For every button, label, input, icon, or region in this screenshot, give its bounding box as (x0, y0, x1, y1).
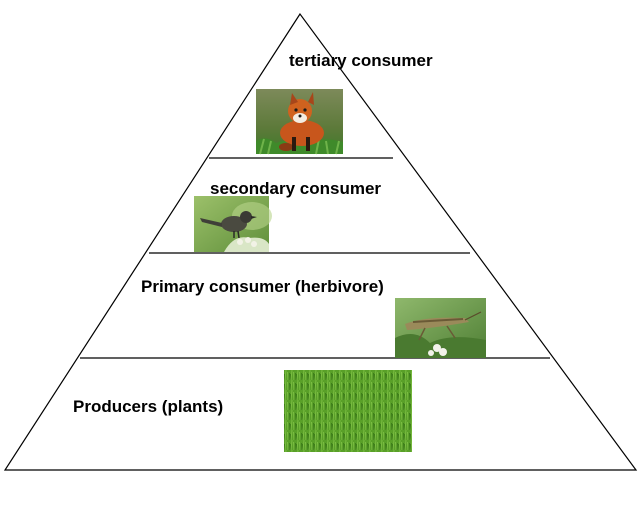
fox-photo (256, 89, 343, 155)
tier-label-producers: Producers (plants) (73, 397, 224, 416)
tier-label-secondary-consumer: secondary consumer (210, 179, 382, 198)
tier-label-tertiary-consumer: tertiary consumer (289, 51, 433, 70)
tier-label-primary-consumer: Primary consumer (herbivore) (141, 277, 384, 296)
grasshopper-photo (395, 298, 486, 358)
bird-photo (194, 196, 272, 252)
grass-photo (284, 370, 412, 452)
